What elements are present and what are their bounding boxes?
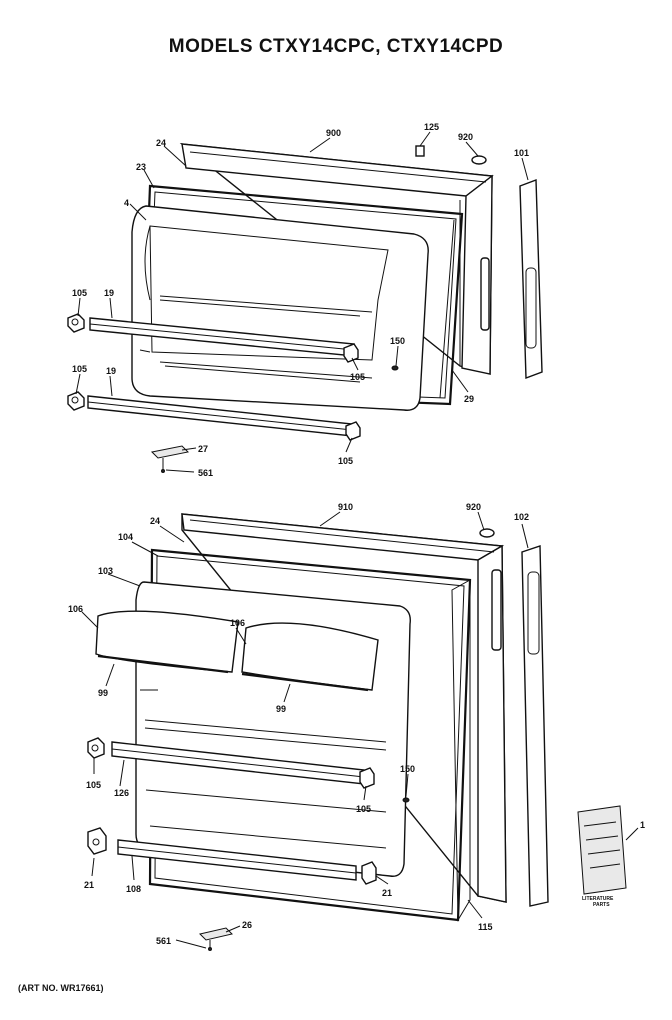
callout-105-f: 105 (356, 804, 371, 814)
callout-561-lower: 561 (156, 936, 171, 946)
callout-105-a: 105 (72, 288, 87, 298)
leader-lines (75, 131, 639, 949)
fresh-food-door-assembly (87, 513, 627, 951)
fresh-food-handle (521, 545, 549, 907)
parts-label: PARTS (593, 902, 610, 908)
fresh-food-door-stop (402, 797, 410, 803)
callout-29: 29 (464, 394, 474, 404)
literature-label: LITERATURE (582, 896, 614, 902)
callout-103: 103 (98, 566, 113, 576)
freezer-handle (519, 179, 543, 379)
callout-24-upper: 24 (156, 138, 166, 148)
callout-23: 23 (136, 162, 146, 172)
callout-99-b: 99 (276, 704, 286, 714)
freezer-hinge-cap (471, 155, 487, 165)
freezer-rail-caps (67, 313, 361, 441)
callout-115: 115 (478, 922, 493, 932)
callout-105-c: 105 (72, 364, 87, 374)
callout-920-upper: 920 (458, 132, 473, 142)
callout-4: 4 (124, 198, 129, 208)
callout-105-d: 105 (338, 456, 353, 466)
callout-910: 910 (338, 502, 353, 512)
fresh-food-shelf-rails (111, 741, 365, 881)
callout-920-lower: 920 (466, 502, 481, 512)
callout-26: 26 (242, 920, 252, 930)
callout-150-lower: 150 (400, 764, 415, 774)
callout-900: 900 (326, 128, 341, 138)
page-title: MODELS CTXY14CPC, CTXY14CPD (168, 36, 504, 57)
fresh-food-bracket (199, 927, 233, 951)
callout-150-upper: 150 (390, 336, 405, 346)
literature-parts (577, 805, 627, 895)
fresh-food-hinge-cap (479, 528, 495, 538)
callout-108: 108 (126, 884, 141, 894)
freezer-door-stop (391, 365, 399, 371)
callout-21-a: 21 (84, 880, 94, 890)
callout-106-b: 106 (230, 618, 245, 628)
callout-105-e: 105 (86, 780, 101, 790)
callout-101: 101 (514, 148, 529, 158)
callout-1: 1 (640, 820, 645, 830)
callout-106-a: 106 (68, 604, 83, 614)
callout-labels: 900 125 920 101 24 23 4 105 19 150 105 1… (68, 122, 645, 946)
fresh-food-rail-caps (87, 737, 377, 885)
callout-126: 126 (114, 788, 129, 798)
callout-105-b: 105 (350, 372, 365, 382)
freezer-plug (415, 145, 425, 157)
fresh-food-dairy-bins (95, 610, 379, 692)
callout-125: 125 (424, 122, 439, 132)
callout-104: 104 (118, 532, 133, 542)
art-number: (ART NO. WR17661) (18, 983, 104, 993)
freezer-bracket (150, 445, 190, 473)
callout-21-b: 21 (382, 888, 392, 898)
callout-99-a: 99 (98, 688, 108, 698)
callout-27: 27 (198, 444, 208, 454)
callout-102: 102 (514, 512, 529, 522)
freezer-door-liner (131, 205, 429, 411)
freezer-door-assembly (67, 143, 543, 473)
callout-561-upper: 561 (198, 468, 213, 478)
callout-24-lower: 24 (150, 516, 160, 526)
callout-19-b: 19 (106, 366, 116, 376)
callout-19-a: 19 (104, 288, 114, 298)
